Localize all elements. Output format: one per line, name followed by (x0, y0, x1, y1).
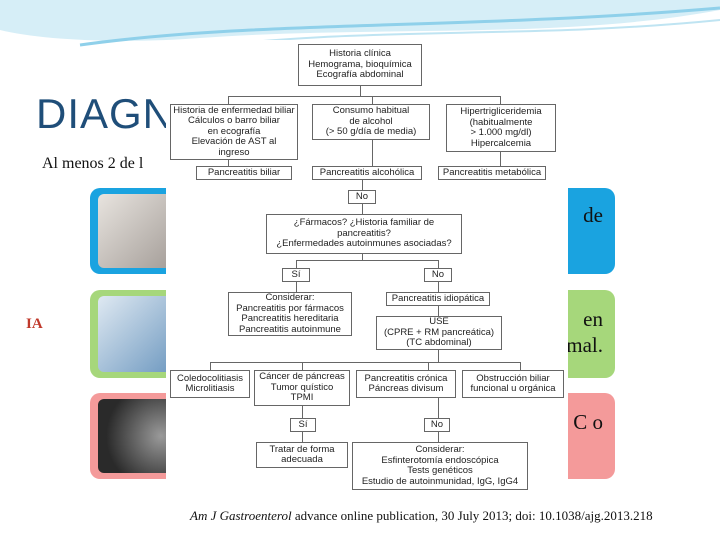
flow-box-idiopathic: Pancreatitis idiopática (386, 292, 490, 306)
citation-journal: Am J Gastroenterol (190, 508, 292, 523)
flow-box-history: Historia clínica Hemograma, bioquímica E… (298, 44, 422, 86)
flow-box-biliary-history: Historia de enfermedad biliar Cálculos o… (170, 104, 298, 160)
citation-details: advance online publication, 30 July 2013… (291, 508, 653, 523)
flow-box-consider-sphincterotomy: Considerar: Esfinterotomía endoscópica T… (352, 442, 528, 490)
flow-box-no: No (348, 190, 376, 204)
flow-box-alcohol: Consumo habitual de alcohol (> 50 g/día … (312, 104, 430, 140)
flow-box-chronic-pancreatitis: Pancreatitis crónica Páncreas divisum (356, 370, 456, 398)
flow-box-yes: Sí (282, 268, 310, 282)
flow-box-choledocholithiasis: Coledocolitiasis Microlitiasis (170, 370, 250, 398)
flow-box-metabolic-pancreatitis: Pancreatitis metabólica (438, 166, 546, 180)
flow-box-no: No (424, 268, 452, 282)
flow-box-pancreatic-cancer: Cáncer de páncreas Tumor quístico TPMI (254, 370, 350, 406)
flow-box-hypertriglyceridemia: Hipertrigliceridemia (habitualmente > 1.… (446, 104, 556, 152)
card-text: de (583, 203, 603, 227)
flow-box-yes: Sí (290, 418, 316, 432)
flow-box-consider-drugs: Considerar: Pancreatitis por fármacos Pa… (228, 292, 352, 336)
flow-box-treat: Tratar de forma adecuada (256, 442, 348, 468)
flow-box-biliary-obstruction: Obstrucción biliar funcional u orgánica (462, 370, 564, 398)
diagnosis-flowchart: Historia clínica Hemograma, bioquímica E… (166, 40, 568, 498)
flow-box-biliary-pancreatitis: Pancreatitis biliar (196, 166, 292, 180)
flow-box-question: ¿Fármacos? ¿Historia familiar de pancrea… (266, 214, 462, 254)
card-text: en mal. (566, 307, 603, 357)
flow-box-eus: USE (CPRE + RM pancreática) (TC abdomina… (376, 316, 502, 350)
slide-title: DIAGN (36, 90, 175, 137)
flow-box-no: No (424, 418, 450, 432)
slide-subtitle: Al menos 2 de l (42, 155, 144, 172)
citation: Am J Gastroenterol advance online public… (190, 508, 653, 524)
card-text: C o (573, 410, 603, 434)
side-label: IA (26, 316, 43, 332)
flow-box-alcoholic-pancreatitis: Pancreatitis alcohólica (312, 166, 422, 180)
